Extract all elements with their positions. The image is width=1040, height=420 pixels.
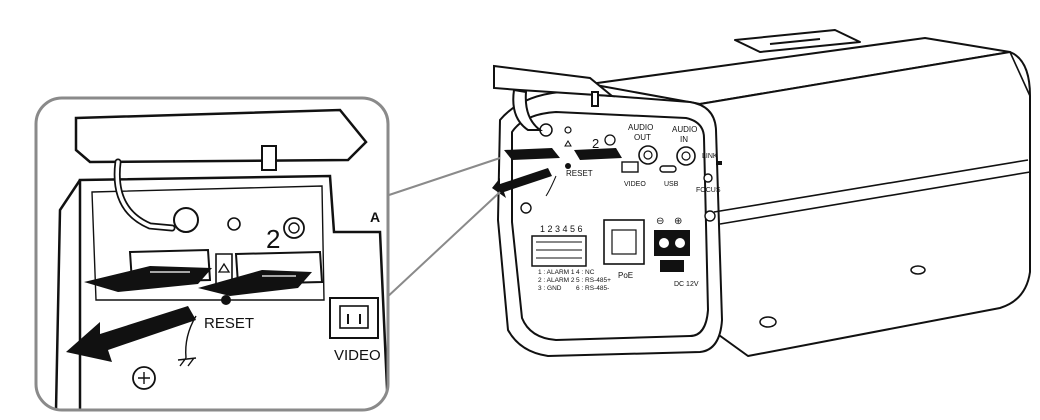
audio-in-jack-icon xyxy=(676,146,696,166)
camera-seams xyxy=(713,51,1031,225)
zoom-sd-card-detail xyxy=(150,271,296,277)
front-hole-icon xyxy=(539,123,553,137)
poe-port-icon xyxy=(603,219,645,265)
zoom-ground-screw-cross xyxy=(138,372,150,384)
dc-screw-icon xyxy=(659,238,669,248)
dc-minus-label: ⊖ xyxy=(656,216,664,227)
zoom-ground-symbol-icon xyxy=(177,357,197,367)
zoom-partial-label: A xyxy=(370,209,380,225)
zoom-panel-inner xyxy=(91,185,325,301)
slot-screw-icon xyxy=(604,134,616,146)
zoom-panel-edge xyxy=(54,179,82,410)
zoom-video-port-icon xyxy=(329,297,379,339)
audio-out-jack-inner xyxy=(643,150,653,160)
terminal-block-detail xyxy=(536,241,582,259)
camera-video-label: VIDEO xyxy=(624,181,646,188)
ground-wire-icon xyxy=(545,175,557,197)
pin-5-label: 5 : RS-485+ xyxy=(576,277,611,284)
ground-screw-icon xyxy=(704,210,716,222)
zoom-led-icon xyxy=(227,217,241,231)
zoom-view-content: 2 A RESET VIDEO xyxy=(36,98,388,410)
poe-label: PoE xyxy=(618,271,633,280)
dc-plug-icon xyxy=(660,260,684,272)
pin-2-label: 2 : ALARM 2 xyxy=(538,277,575,284)
pin-3-label: 3 : GND xyxy=(538,285,562,292)
zoom-hole-icon xyxy=(173,207,199,233)
camera-sd-slots: 2 RESET xyxy=(504,134,622,178)
camera-power: PoE ⊖ ⊕ DC 12V xyxy=(520,202,716,288)
camera-io-row: VIDEO USB FOCUS xyxy=(621,161,721,194)
usb-label: USB xyxy=(664,181,679,188)
zoom-slot-marker-icon xyxy=(217,262,231,273)
pin-1-label: 1 : ALARM 1 xyxy=(538,269,575,276)
focus-button-icon xyxy=(703,173,713,183)
link-led-icon xyxy=(716,161,722,165)
dc-label: DC 12V xyxy=(674,281,699,288)
dc-plus-label: ⊕ xyxy=(674,216,682,227)
zoom-reset-label: RESET xyxy=(204,315,254,332)
side-screw-icon xyxy=(910,265,926,275)
pin-4-label: 4 : NC xyxy=(576,269,595,276)
camera-terminal-block: 1 2 3 4 5 6 1 : ALARM 1 2 : ALARM 2 3 : … xyxy=(531,224,611,292)
poe-port-inner xyxy=(611,229,637,255)
ground-screw-icon xyxy=(520,202,532,214)
zoom-video-label: VIDEO xyxy=(334,347,381,364)
sd-card-1-icon xyxy=(504,148,560,160)
seam-line xyxy=(1009,51,1031,97)
zoom-video-port-inner xyxy=(339,305,369,329)
audio-out-label-1: AUDIO xyxy=(628,123,653,132)
eject-arrow-icon xyxy=(492,168,552,198)
reset-button-icon xyxy=(565,163,571,169)
hood-flap xyxy=(493,64,616,98)
camera-reset-label: RESET xyxy=(566,169,593,178)
zoom-eject-arrow-icon xyxy=(66,306,196,362)
zoom-hood-pin xyxy=(261,145,277,171)
zoom-slot-2-label: 2 xyxy=(266,224,280,254)
side-screw-icon xyxy=(759,316,777,328)
link-label: LINK xyxy=(702,153,718,160)
usb-port-icon xyxy=(659,165,677,173)
camera-body xyxy=(497,29,1031,357)
pin-6-label: 6 : RS-485- xyxy=(576,285,609,292)
audio-in-jack-inner xyxy=(681,151,691,161)
camera-audio: AUDIO OUT AUDIO IN LINK xyxy=(628,123,722,166)
callout-connector xyxy=(383,157,501,301)
camera-slot-2-label: 2 xyxy=(592,136,599,151)
zoom-cable-inner xyxy=(115,160,174,230)
zoom-slot-screw-icon xyxy=(283,217,305,239)
front-led-icon xyxy=(564,126,572,134)
pin-numbers-label: 1 2 3 4 5 6 xyxy=(540,224,583,234)
audio-out-jack-icon xyxy=(638,145,658,165)
camera-side-face xyxy=(699,51,1031,357)
audio-in-label-2: IN xyxy=(680,135,688,144)
seam-line xyxy=(719,171,1031,225)
hood-pin xyxy=(591,91,599,107)
zoom-reset-button-icon xyxy=(221,295,231,305)
seam-line xyxy=(713,159,1029,213)
zoom-ground-wire xyxy=(185,315,197,359)
camera-mount-slot xyxy=(769,38,821,45)
audio-in-label-1: AUDIO xyxy=(672,125,697,134)
zoom-video-port-pins xyxy=(347,314,361,324)
zoom-callout-frame xyxy=(34,96,390,412)
audio-out-label-2: OUT xyxy=(634,133,651,142)
camera-hood xyxy=(493,64,616,131)
zoom-hood-edge xyxy=(75,149,91,163)
sd-card-2-icon xyxy=(574,148,622,160)
terminal-block-icon xyxy=(531,235,587,267)
video-port-icon xyxy=(621,161,639,173)
slot-marker-icon xyxy=(564,140,572,147)
focus-label: FOCUS xyxy=(696,187,721,194)
zoom-slot-screw-inner xyxy=(288,222,300,234)
dc-screw-icon xyxy=(675,238,685,248)
zoom-hood xyxy=(74,108,368,164)
